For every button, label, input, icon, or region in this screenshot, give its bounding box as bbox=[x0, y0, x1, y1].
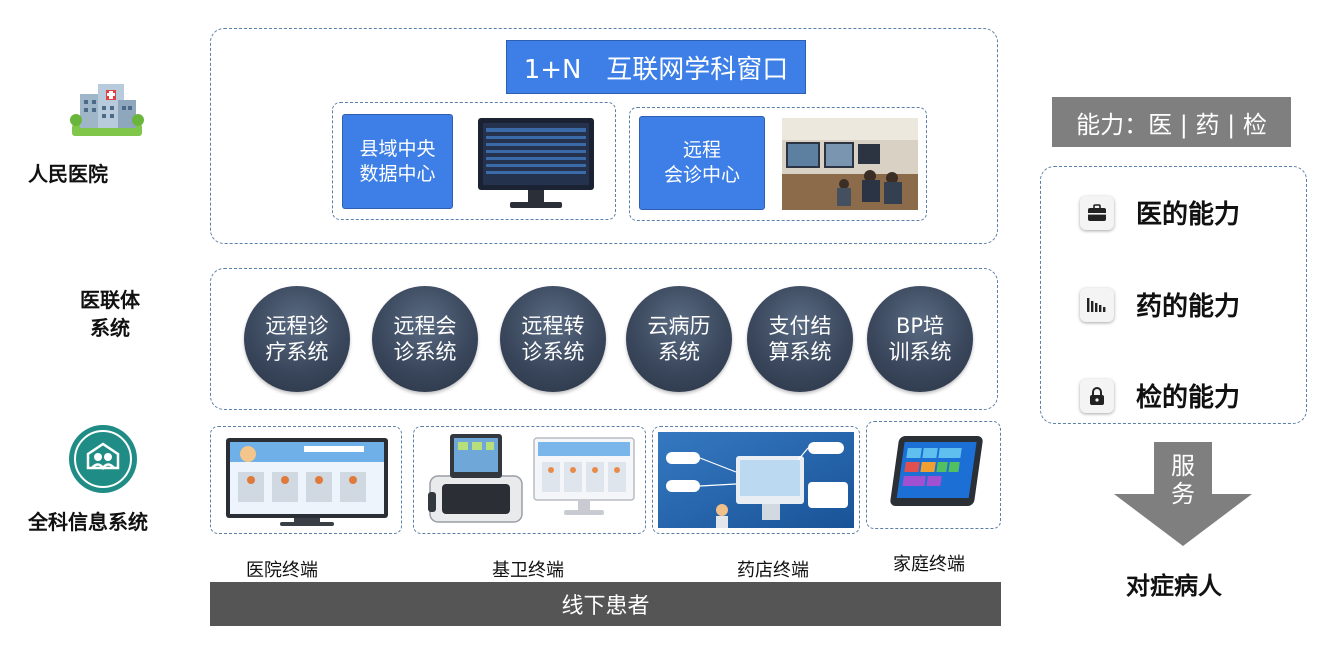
system-remote-consultation-line2: 诊系统 bbox=[393, 340, 457, 364]
capability-medical: 医的能力 bbox=[1080, 194, 1240, 231]
hospital-terminal-frame bbox=[210, 426, 402, 534]
system-remote-diagnosis-line1: 远程诊 bbox=[265, 314, 329, 338]
system-remote-consultation: 远程会诊系统 bbox=[372, 286, 478, 392]
alliance-section-frame bbox=[210, 268, 998, 410]
alliance-label: 医联体 系统 bbox=[80, 286, 140, 342]
gp-system-icon bbox=[68, 424, 138, 494]
capability-medical-label: 医的能力 bbox=[1136, 200, 1241, 230]
hospital-building-icon bbox=[66, 78, 148, 140]
system-payment-settlement: 支付结算系统 bbox=[747, 286, 853, 392]
home-terminal-frame bbox=[866, 421, 1001, 529]
system-remote-referral: 远程转诊系统 bbox=[500, 286, 606, 392]
system-cloud-records-line1: 云病历 bbox=[647, 314, 711, 338]
primary-care-terminal-label: 基卫终端 bbox=[492, 560, 564, 581]
alliance-label-line2: 系统 bbox=[90, 316, 130, 340]
consult-center-box: 远程 会诊中心 bbox=[639, 116, 765, 210]
consult-center-line2: 会诊中心 bbox=[663, 164, 740, 186]
internet-window-title-text: 1+N 互联网学科窗口 bbox=[523, 54, 789, 85]
tablet-device-icon bbox=[884, 432, 988, 518]
primary-care-terminal-frame bbox=[413, 426, 646, 534]
system-cloud-records: 云病历系统 bbox=[626, 286, 732, 392]
service-arrow-line2: 务 bbox=[1171, 480, 1195, 508]
home-terminal-label: 家庭终端 bbox=[893, 554, 965, 575]
alliance-label-line1: 医联体 bbox=[80, 288, 140, 312]
system-payment-settlement-line1: 支付结 bbox=[768, 314, 832, 338]
data-center-group bbox=[332, 102, 616, 220]
pharmacy-terminal-label: 药店终端 bbox=[737, 560, 809, 581]
data-monitor-icon bbox=[474, 116, 598, 212]
capability-testing-label: 检的能力 bbox=[1136, 383, 1241, 413]
system-bp-training-line2: 训系统 bbox=[888, 340, 952, 364]
system-bp-training: BP培训系统 bbox=[867, 286, 973, 392]
data-center-line2: 数据中心 bbox=[359, 162, 436, 185]
system-payment-settlement-line2: 算系统 bbox=[768, 340, 832, 364]
gp-system-label: 全科信息系统 bbox=[28, 510, 148, 534]
hospital-label: 人民医院 bbox=[28, 162, 108, 186]
target-patients-label: 对症病人 bbox=[1126, 572, 1222, 600]
hospital-terminal-label: 医院终端 bbox=[246, 560, 318, 581]
pharmacy-terminal-graphic bbox=[658, 432, 854, 528]
primary-care-monitor-icon bbox=[532, 436, 636, 518]
health-kiosk-device-icon bbox=[420, 432, 526, 528]
data-center-line1: 县域中央 bbox=[359, 137, 436, 160]
service-arrow-icon bbox=[1114, 442, 1252, 546]
capability-testing: 检的能力 bbox=[1080, 377, 1240, 414]
consult-center-group bbox=[629, 107, 927, 221]
capability-header-text: 能力：医 | 药 | 检 bbox=[1076, 110, 1267, 139]
consultation-room-photo bbox=[782, 118, 918, 210]
bar-chart-icon bbox=[1080, 287, 1114, 322]
hospital-terminal-screen-icon bbox=[224, 436, 390, 528]
system-remote-referral-line1: 远程转 bbox=[521, 314, 585, 338]
capability-frame bbox=[1040, 166, 1307, 424]
offline-patients-bar: 线下患者 bbox=[210, 582, 1001, 626]
system-remote-consultation-line1: 远程会 bbox=[393, 314, 457, 338]
capability-pharmacy: 药的能力 bbox=[1080, 286, 1240, 323]
pharmacy-terminal-frame bbox=[652, 426, 860, 534]
service-arrow-line1: 服 bbox=[1171, 452, 1195, 480]
lock-icon bbox=[1080, 378, 1114, 413]
system-remote-diagnosis-line2: 疗系统 bbox=[265, 340, 329, 364]
system-remote-diagnosis: 远程诊疗系统 bbox=[244, 286, 350, 392]
system-cloud-records-line2: 系统 bbox=[658, 340, 700, 364]
system-remote-referral-line2: 诊系统 bbox=[521, 340, 585, 364]
data-center-box: 县域中央 数据中心 bbox=[342, 114, 453, 209]
capability-pharmacy-label: 药的能力 bbox=[1136, 292, 1241, 322]
consult-center-line1: 远程 bbox=[682, 139, 721, 161]
capability-header: 能力：医 | 药 | 检 bbox=[1052, 97, 1291, 147]
offline-patients-label: 线下患者 bbox=[561, 594, 650, 619]
top-section-frame bbox=[210, 28, 998, 244]
internet-window-title: 1+N 互联网学科窗口 bbox=[506, 40, 806, 94]
briefcase-icon bbox=[1080, 195, 1114, 230]
service-arrow-label: 服 务 bbox=[1153, 452, 1213, 508]
system-bp-training-line1: BP培 bbox=[895, 314, 945, 338]
